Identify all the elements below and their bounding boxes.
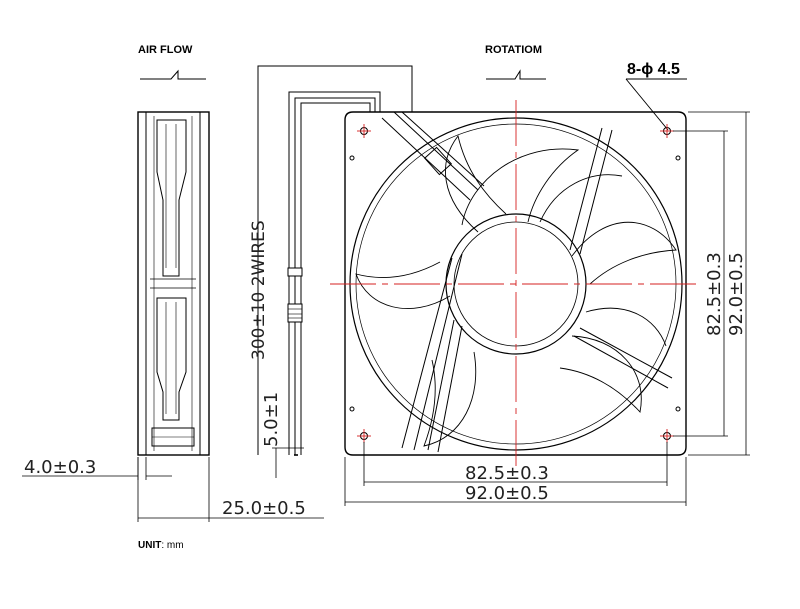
side-blade-top <box>156 119 187 277</box>
rotation-label: ROTATIOM <box>485 44 542 56</box>
mount-hole-icon <box>349 406 355 412</box>
dim-vertical <box>673 111 750 456</box>
frame-width-label: 92.0±0.5 <box>465 483 549 504</box>
frame-struts <box>401 127 673 453</box>
side-outline <box>137 111 210 456</box>
mount-hole-icon <box>675 155 681 161</box>
mount-hole-icon <box>349 155 355 161</box>
wire-spec-label: 300±10 2WIRES <box>249 220 269 360</box>
wire-tip-label: 5.0±1 <box>261 392 282 447</box>
mount-hole-icon <box>675 406 681 412</box>
fan-blades <box>355 134 677 447</box>
wire-harness <box>257 65 413 478</box>
side-blade-bottom <box>156 297 187 421</box>
hole-pitch-h-label: 82.5±0.3 <box>465 463 549 484</box>
centerlines <box>330 100 700 468</box>
front-view <box>344 111 687 456</box>
unit-value: : mm <box>161 540 183 551</box>
air-flow-label: AIR FLOW <box>138 44 193 56</box>
fan-depth-label: 25.0±0.5 <box>222 498 306 519</box>
wire-channel <box>381 111 485 201</box>
hole-pitch-v-label: 82.5±0.3 <box>704 252 725 336</box>
flange-thickness-label: 4.0±0.3 <box>24 457 96 478</box>
rotation-arrow-icon <box>486 69 546 80</box>
air-flow-arrow-icon <box>140 69 206 80</box>
unit-label: UNIT: mm <box>138 540 184 551</box>
dim-fan-depth <box>137 457 324 522</box>
holes-leader <box>625 78 669 131</box>
unit-key: UNIT <box>138 540 161 551</box>
holes-label: 8-ϕ 4.5 <box>627 61 680 78</box>
dim-horizontal <box>344 442 687 506</box>
side-view <box>137 111 210 456</box>
frame-outline <box>344 111 687 456</box>
frame-height-label: 92.0±0.5 <box>726 252 747 336</box>
